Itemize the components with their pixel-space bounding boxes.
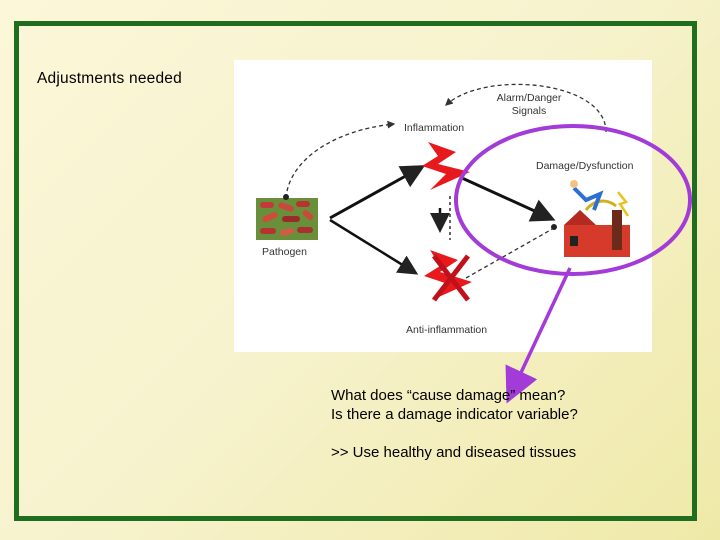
note-line (331, 424, 578, 443)
highlight-ellipse (456, 126, 690, 274)
note-line: >> Use healthy and diseased tissues (331, 443, 578, 462)
note-line: Is there a damage indicator variable? (331, 405, 578, 424)
note-line: What does “cause damage” mean? (331, 386, 578, 405)
highlight-arrow (511, 268, 570, 394)
slide-notes: What does “cause damage” mean? Is there … (331, 386, 578, 462)
